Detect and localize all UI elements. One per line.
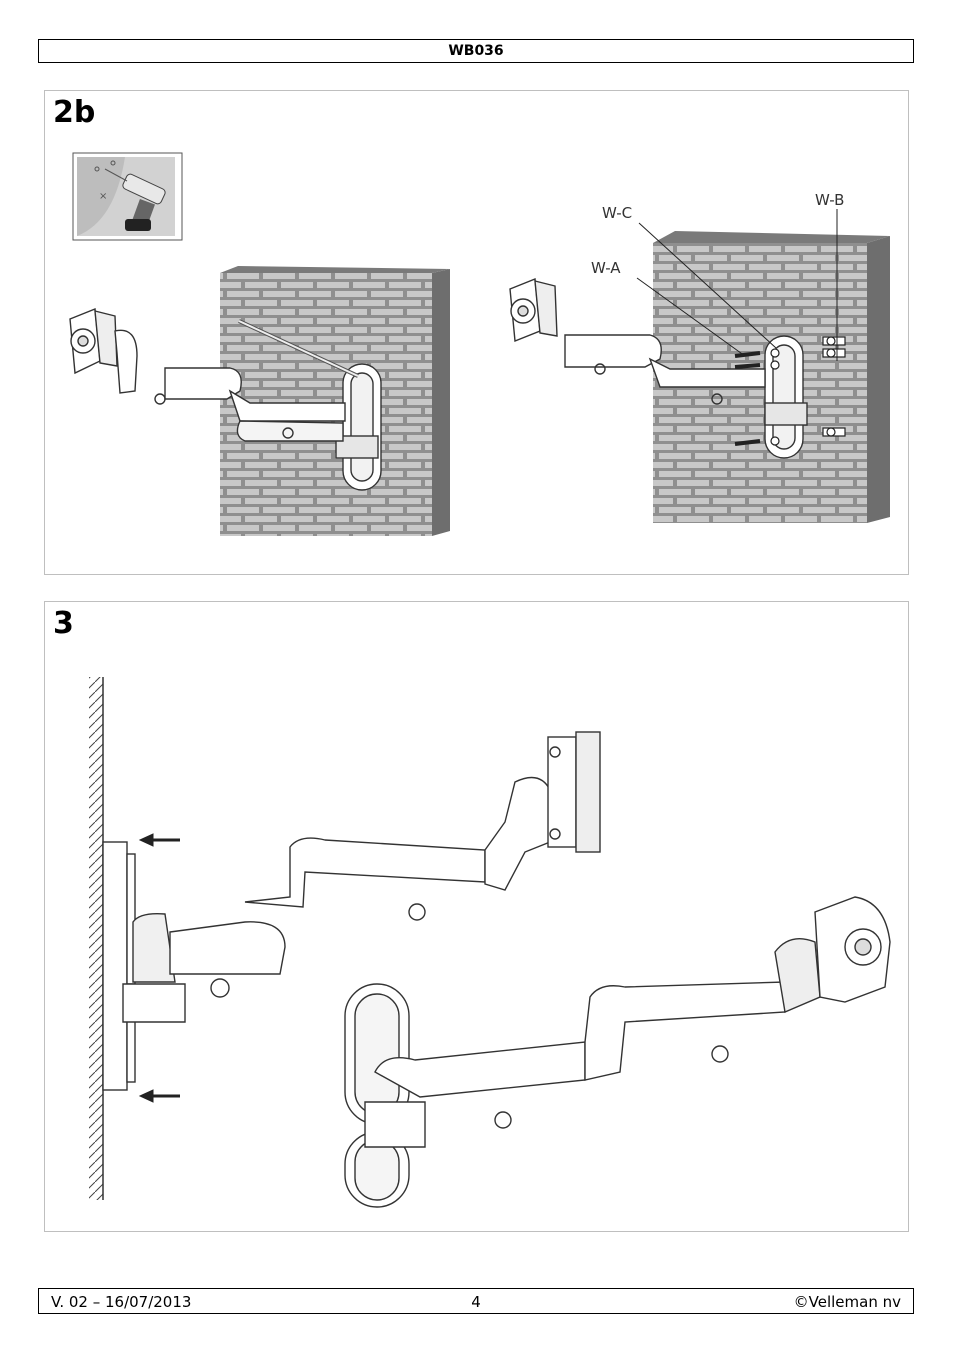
document-footer: V. 02 – 16/07/2013 4 ©Velleman nv xyxy=(38,1288,914,1314)
monitor-plate-right xyxy=(510,279,557,341)
footer-page-number: 4 xyxy=(39,1293,913,1311)
figure-3-panel: 3 xyxy=(44,601,909,1232)
monitor-plate-left xyxy=(70,309,137,393)
header-title: WB036 xyxy=(448,43,503,59)
figure-2b-illustration: × xyxy=(45,91,910,576)
callout-wc: W-C xyxy=(602,204,632,222)
svg-text:×: × xyxy=(99,191,107,202)
figure-2b-panel: 2b × xyxy=(44,90,909,575)
callout-wa: W-A xyxy=(591,259,621,277)
wall-section xyxy=(89,677,103,1200)
arm-assembly-top xyxy=(170,732,600,997)
brick-wall-left xyxy=(220,266,450,536)
document-header: WB036 xyxy=(38,39,914,63)
arm-assembly-bottom xyxy=(345,897,890,1207)
figure-3-illustration xyxy=(45,602,910,1233)
drill-inset: × xyxy=(73,153,182,240)
footer-copyright: ©Velleman nv xyxy=(794,1293,901,1311)
callout-wb: W-B xyxy=(815,191,844,209)
